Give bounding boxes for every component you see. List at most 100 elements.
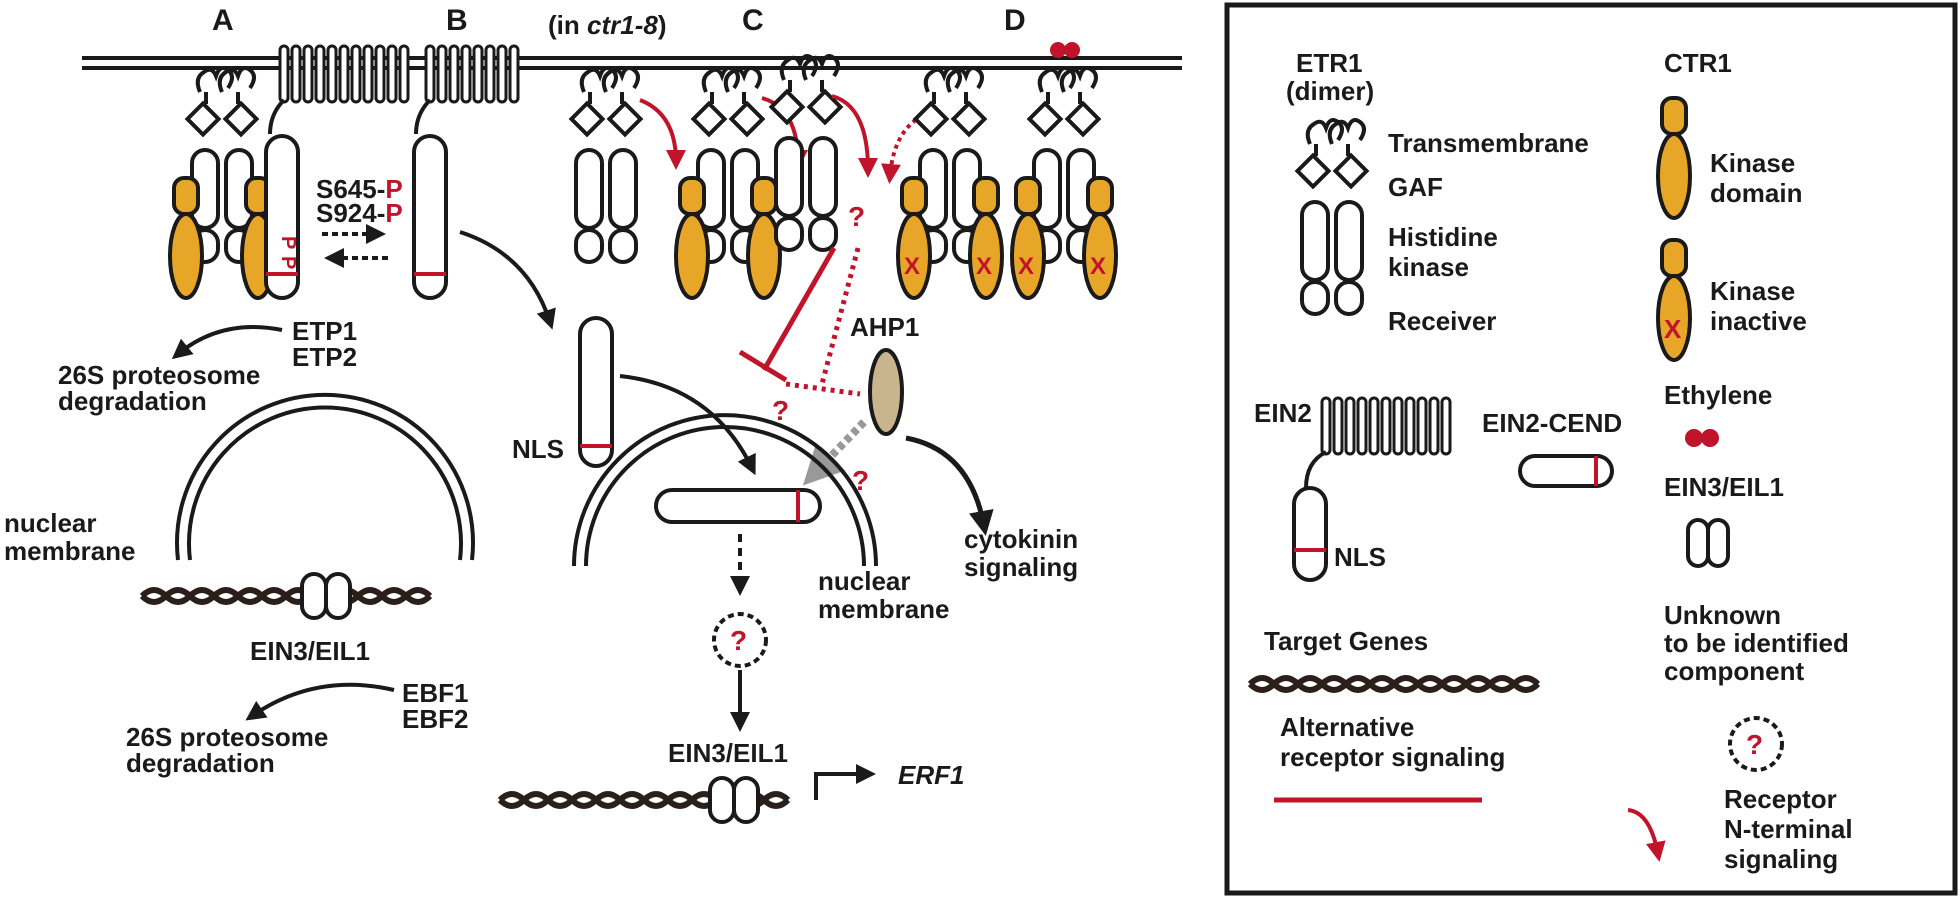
unknown-component-circle xyxy=(712,612,768,668)
panel-letter-b: B xyxy=(446,4,468,37)
dotted-signal-line-2 xyxy=(785,381,861,397)
panel-b-ein2 xyxy=(412,44,520,300)
ctr1-8-note: (in ctr1-8) xyxy=(548,10,667,40)
legend-n-terminal: N-terminal xyxy=(1724,814,1853,844)
legend-ein2-cend-glyph xyxy=(1518,454,1614,488)
panel-d-receptor-complex-1: X X xyxy=(896,66,1004,300)
panel-a-ein2: P P xyxy=(264,44,410,300)
ethylene-molecule xyxy=(1050,42,1066,58)
legend-inactive: inactive xyxy=(1710,306,1807,336)
right-nuclear-envelope xyxy=(572,413,878,567)
ein2-cend-cytosol xyxy=(578,316,614,468)
signaling-label: signaling xyxy=(964,552,1078,582)
panel-c-receptor-no-ctr1 xyxy=(769,54,843,252)
legend-ein3-eil1-label: EIN3/EIL1 xyxy=(1664,472,1784,502)
legend-ein2-label: EIN2 xyxy=(1254,398,1312,428)
nuclear-label-1: nuclear xyxy=(4,508,97,538)
legend-signaling: signaling xyxy=(1724,844,1838,874)
target-gene-dna-1 xyxy=(142,590,430,602)
ebf1-label: EBF1 xyxy=(402,678,468,708)
legend-domain: domain xyxy=(1710,178,1802,208)
legend-ethylene-label: Ethylene xyxy=(1664,380,1772,410)
legend-ein3-eil1-glyph xyxy=(1686,518,1730,568)
panel-letter-c: C xyxy=(742,4,764,37)
dotted-signal-line-1 xyxy=(819,247,861,385)
legend-receptor: Receptor xyxy=(1724,784,1837,814)
panel-d-receptor-complex-2: X X xyxy=(1010,42,1118,300)
inhibition-bar xyxy=(738,349,788,383)
legend-kinase-3: Kinase xyxy=(1710,276,1795,306)
legend-ctr1-label: CTR1 xyxy=(1664,48,1732,78)
legend-gaf: GAF xyxy=(1388,172,1443,202)
ebf2-label: EBF2 xyxy=(402,704,468,734)
nuclear-label-2: nuclear xyxy=(818,566,911,596)
legend-ctr1-glyph xyxy=(1656,96,1692,220)
cytokinin-arrow xyxy=(905,435,994,536)
ethylene-molecule xyxy=(1064,42,1080,58)
proteosome-label-2: 26S proteosome xyxy=(126,722,328,752)
degradation-label-1: degradation xyxy=(58,386,207,416)
s924-label: S924-P xyxy=(316,198,403,228)
etp1-label: ETP1 xyxy=(292,316,357,346)
inactive-mark: X xyxy=(1018,253,1034,280)
ahp1-label: AHP1 xyxy=(850,312,919,342)
cytokinin-label: cytokinin xyxy=(964,524,1078,554)
ein2-cend-nuclear xyxy=(654,488,822,524)
legend-ein2-glyph xyxy=(1292,396,1452,582)
panel-c-ctr1-8-receptor xyxy=(569,66,643,264)
nls-label: NLS xyxy=(512,434,564,464)
ein3-eil1-dimer-2 xyxy=(708,776,760,824)
legend-to-be-identified: to be identified xyxy=(1664,628,1849,658)
etp2-label: ETP2 xyxy=(292,342,357,372)
legend-n-terminal-arrow xyxy=(1627,808,1666,862)
phospho-mark-1: P xyxy=(277,236,299,249)
legend-unknown-circle xyxy=(1728,716,1784,772)
receptor-n-terminal-arrow-3 xyxy=(831,94,878,178)
ahp1-protein xyxy=(868,348,904,436)
s645-label: S645-P xyxy=(316,174,403,204)
legend-ctr1-inactive-glyph: X xyxy=(1656,238,1692,362)
membrane-label-2: membrane xyxy=(818,594,950,624)
alternative-signaling-line xyxy=(761,246,837,372)
receptor-n-terminal-arrow-1 xyxy=(639,98,686,170)
legend-component: component xyxy=(1664,656,1804,686)
nuclear-import-arrow xyxy=(619,374,756,476)
legend-receptor-signaling: receptor signaling xyxy=(1280,742,1505,772)
legend-kinase-2: Kinase xyxy=(1710,148,1795,178)
unknown-question-mark-1: ? xyxy=(848,201,865,232)
legend-kinase: kinase xyxy=(1388,252,1469,282)
panel-c-receptor-complex xyxy=(674,66,782,300)
legend-target-genes-label: Target Genes xyxy=(1264,626,1428,656)
panel-letter-a: A xyxy=(212,4,234,37)
inactive-mark: X xyxy=(976,253,992,280)
panel-letter-d: D xyxy=(1004,4,1026,37)
inactive-mark: X xyxy=(904,253,920,280)
membrane-label-1: membrane xyxy=(4,536,136,566)
etp-degradation-arrow xyxy=(171,325,283,360)
left-nuclear-envelope xyxy=(175,392,475,561)
unknown-component-question: ? xyxy=(730,625,747,656)
legend-ein2-cend-label: EIN2-CEND xyxy=(1482,408,1622,438)
legend-nls: NLS xyxy=(1334,542,1386,572)
phospho-mark-2: P xyxy=(277,256,299,269)
ein3-eil1-label-2: EIN3/EIL1 xyxy=(668,738,788,768)
legend-dimer-label: (dimer) xyxy=(1286,76,1374,106)
erf1-gene-label: ERF1 xyxy=(898,760,964,790)
legend-ethylene-glyph xyxy=(1685,429,1719,447)
transcription-arrow xyxy=(814,764,876,800)
ein2-cleavage-arrow xyxy=(459,230,556,330)
panel-a-receptor-complex xyxy=(168,66,276,300)
proteosome-label-1: 26S proteosome xyxy=(58,360,260,390)
degradation-label-2: degradation xyxy=(126,748,275,778)
legend-histidine: Histidine xyxy=(1388,222,1498,252)
unknown-question-mark-2: ? xyxy=(772,395,789,426)
legend-etr1-label: ETR1 xyxy=(1296,48,1362,78)
legend-unknown-question: ? xyxy=(1746,729,1763,760)
ein3-eil1-label-1: EIN3/EIL1 xyxy=(250,636,370,666)
legend-transmembrane: Transmembrane xyxy=(1388,128,1589,158)
legend-receiver: Receiver xyxy=(1388,306,1496,336)
inactive-mark: X xyxy=(1090,253,1106,280)
ein3-eil1-dimer-1 xyxy=(300,572,352,620)
